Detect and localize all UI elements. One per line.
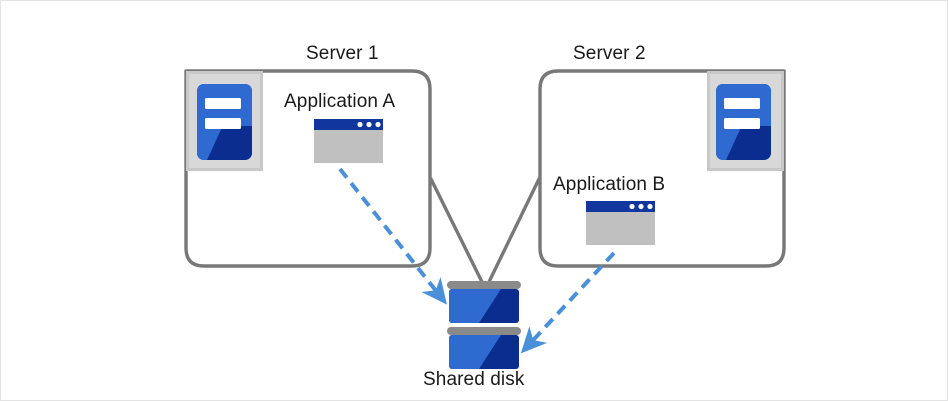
application-b-label: Application B (553, 174, 666, 195)
application-b-window-icon (586, 201, 655, 245)
dataflow-arrows (338, 167, 616, 354)
shared-disk-icon (447, 281, 521, 369)
connector-lines (429, 177, 541, 288)
arrow-application-a-to-disk (338, 167, 447, 305)
shared-disk-label: Shared disk (423, 369, 525, 390)
connector-server1-to-disk (429, 177, 486, 288)
server1-label: Server 1 (306, 43, 379, 64)
server2-label: Server 2 (573, 43, 646, 64)
application-a-label: Application A (284, 91, 396, 112)
server2-server-icon (707, 71, 784, 171)
connector-server2-to-disk (485, 177, 541, 288)
server1-server-icon (186, 71, 263, 171)
arrow-application-b-to-disk (520, 251, 616, 354)
application-a-window-icon (314, 119, 383, 163)
